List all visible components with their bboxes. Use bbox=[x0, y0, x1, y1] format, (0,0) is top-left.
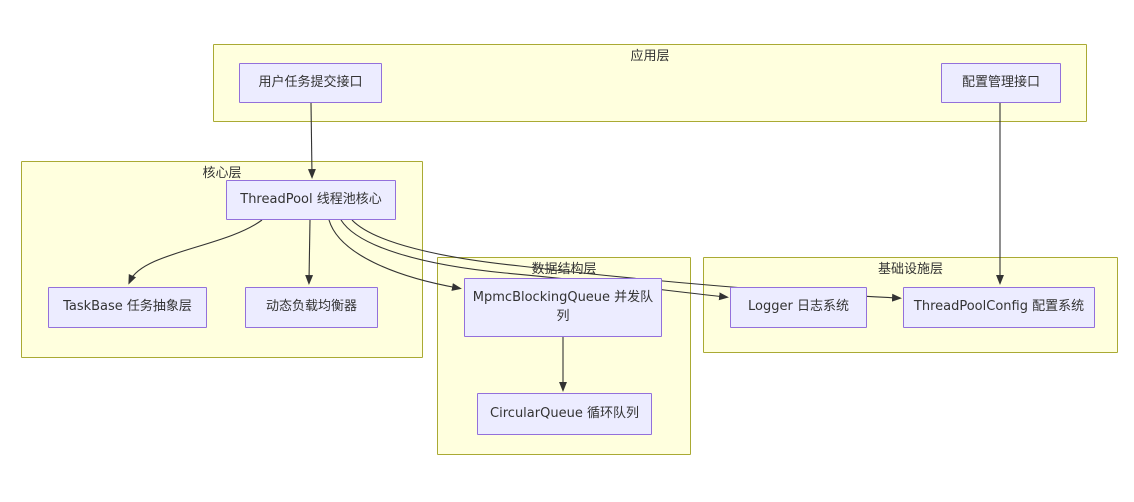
node-tp-config: ThreadPoolConfig 配置系统 bbox=[903, 287, 1095, 328]
node-label-mpmc-queue: MpmcBlockingQueue 并发队列 bbox=[472, 289, 654, 324]
node-threadpool-core: ThreadPool 线程池核心 bbox=[226, 180, 396, 220]
layer-title-infra-layer: 基础设施层 bbox=[877, 262, 943, 277]
node-label-threadpool-core: ThreadPool 线程池核心 bbox=[240, 191, 382, 207]
node-label-user-task-api: 用户任务提交接口 bbox=[258, 74, 363, 90]
node-user-task-api: 用户任务提交接口 bbox=[239, 63, 382, 103]
edge-user-task-api-to-threadpool-core bbox=[307, 102, 316, 179]
node-mpmc-queue: MpmcBlockingQueue 并发队列 bbox=[464, 278, 662, 337]
node-circular-queue: CircularQueue 循环队列 bbox=[477, 393, 652, 435]
layer-title-core-layer: 核心层 bbox=[202, 166, 242, 181]
edge-threadpool-core-to-load-balancer bbox=[305, 219, 314, 285]
node-label-taskbase: TaskBase 任务抽象层 bbox=[63, 299, 192, 315]
node-label-circular-queue: CircularQueue 循环队列 bbox=[490, 405, 639, 421]
node-load-balancer: 动态负载均衡器 bbox=[245, 287, 378, 328]
layer-title-app-layer: 应用层 bbox=[630, 49, 670, 64]
edge-threadpool-core-to-taskbase bbox=[128, 219, 263, 285]
edge-threadpool-core-to-logger bbox=[340, 219, 729, 301]
edge-threadpool-core-to-mpmc-queue bbox=[328, 219, 462, 291]
node-config-api: 配置管理接口 bbox=[941, 63, 1061, 103]
node-label-config-api: 配置管理接口 bbox=[961, 74, 1040, 90]
node-label-logger: Logger 日志系统 bbox=[748, 299, 849, 315]
node-taskbase: TaskBase 任务抽象层 bbox=[48, 287, 207, 328]
node-label-load-balancer: 动态负载均衡器 bbox=[265, 299, 357, 315]
node-label-tp-config: ThreadPoolConfig 配置系统 bbox=[913, 299, 1085, 315]
node-logger: Logger 日志系统 bbox=[730, 287, 867, 328]
